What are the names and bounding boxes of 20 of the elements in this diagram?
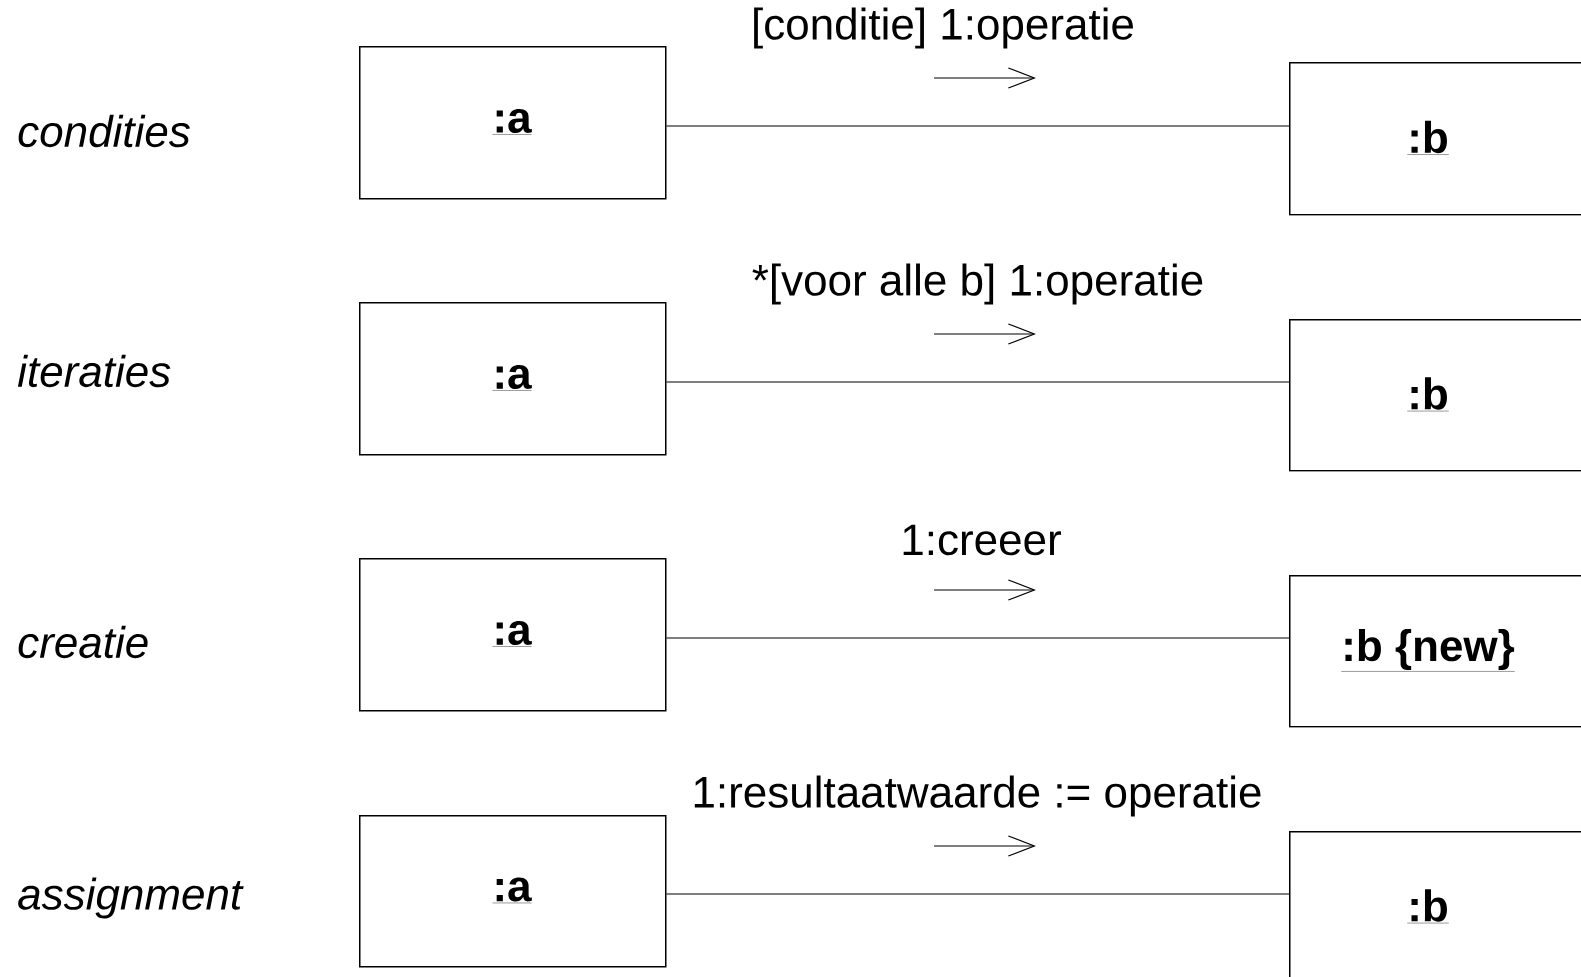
- row-label: condities: [18, 114, 190, 148]
- row-label: assignment: [18, 877, 244, 919]
- connector-line: [665, 637, 1290, 639]
- object-box: :a: [359, 815, 667, 968]
- object-box: :b: [1289, 319, 1581, 472]
- connector-line: [665, 893, 1290, 895]
- object-box: :b {new}: [1289, 575, 1581, 728]
- connector-line: [665, 125, 1290, 127]
- object-box: :a: [359, 558, 667, 712]
- object-box: :b: [1289, 62, 1581, 216]
- edge-label: [conditie] 1:operatie: [754, 7, 1133, 49]
- row-label: creatie: [18, 625, 148, 659]
- object-box: :b: [1289, 831, 1581, 977]
- object-box: :a: [359, 46, 667, 200]
- edge-label: *[voor alle b] 1:operatie: [752, 263, 1203, 305]
- edge-label: 1:creeer: [903, 524, 1061, 556]
- connector-line: [665, 381, 1290, 383]
- edge-label: 1:resultaatwaarde := operatie: [694, 775, 1261, 817]
- object-box: :a: [359, 302, 667, 456]
- row-label: iteraties: [17, 354, 171, 388]
